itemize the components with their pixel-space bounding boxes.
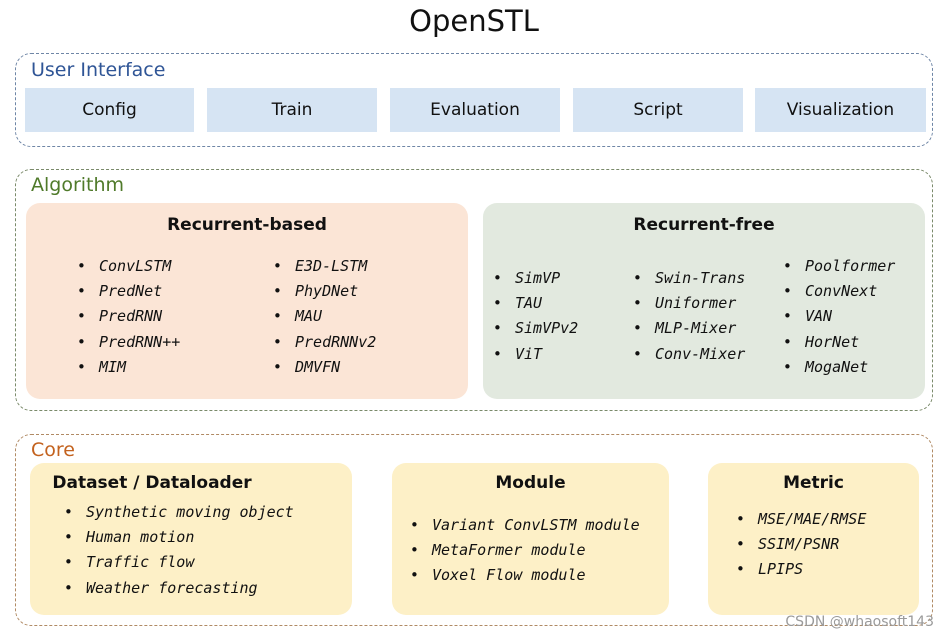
core-label: Core (31, 439, 75, 461)
evaluation-box: Evaluation (390, 88, 560, 132)
metric-title: Metric (783, 473, 844, 493)
metric-panel: Metric MSE/MAE/RMSE SSIM/PSNR LPIPS (708, 463, 919, 615)
recurrent-free-panel: Recurrent-free SimVP TAU SimVPv2 ViT Swi… (483, 203, 925, 399)
list-item: HorNet (783, 330, 895, 355)
script-box: Script (573, 88, 743, 132)
list-item: Uniformer (633, 291, 745, 316)
recurrent-free-list-1: SimVP TAU SimVPv2 ViT (493, 266, 578, 367)
visualization-box: Visualization (755, 88, 926, 132)
list-item: PredRNNv2 (273, 330, 376, 355)
list-item: VAN (783, 304, 895, 329)
list-item: PredNet (77, 279, 180, 304)
core-section: Core Dataset / Dataloader Synthetic movi… (15, 434, 933, 626)
list-item: ViT (493, 342, 578, 367)
algorithm-section: Algorithm Recurrent-based ConvLSTM PredN… (15, 169, 933, 411)
recurrent-free-list-2: Swin-Trans Uniformer MLP-Mixer Conv-Mixe… (633, 266, 745, 367)
list-item: PhyDNet (273, 279, 376, 304)
watermark: CSDN @whaosoft143 (785, 614, 934, 630)
dataset-list: Synthetic moving object Human motion Tra… (64, 500, 294, 601)
list-item: MogaNet (783, 355, 895, 380)
recurrent-free-title: Recurrent-free (633, 215, 775, 235)
list-item: SimVP (493, 266, 578, 291)
list-item: Traffic flow (64, 550, 294, 575)
recurrent-based-list-1: ConvLSTM PredNet PredRNN PredRNN++ MIM (77, 254, 180, 380)
list-item: TAU (493, 291, 578, 316)
list-item: E3D-LSTM (273, 254, 376, 279)
config-box: Config (25, 88, 194, 132)
list-item: MAU (273, 304, 376, 329)
list-item: Conv-Mixer (633, 342, 745, 367)
list-item: Swin-Trans (633, 266, 745, 291)
list-item: SSIM/PSNR (736, 532, 866, 557)
list-item: PredRNN (77, 304, 180, 329)
recurrent-based-list-2: E3D-LSTM PhyDNet MAU PredRNNv2 DMVFN (273, 254, 376, 380)
list-item: PredRNN++ (77, 330, 180, 355)
recurrent-free-list-3: Poolformer ConvNext VAN HorNet MogaNet (783, 254, 895, 380)
recurrent-based-panel: Recurrent-based ConvLSTM PredNet PredRNN… (26, 203, 468, 399)
list-item: DMVFN (273, 355, 376, 380)
list-item: MetaFormer module (410, 538, 640, 563)
diagram-title: OpenSTL (409, 4, 539, 38)
user-interface-section: User Interface Config Train Evaluation S… (15, 53, 933, 147)
dataset-title: Dataset / Dataloader (52, 473, 252, 493)
list-item: Variant ConvLSTM module (410, 513, 640, 538)
module-list: Variant ConvLSTM module MetaFormer modul… (410, 513, 640, 589)
list-item: Weather forecasting (64, 576, 294, 601)
dataset-panel: Dataset / Dataloader Synthetic moving ob… (30, 463, 352, 615)
list-item: MIM (77, 355, 180, 380)
list-item: ConvLSTM (77, 254, 180, 279)
list-item: Human motion (64, 525, 294, 550)
metric-list: MSE/MAE/RMSE SSIM/PSNR LPIPS (736, 507, 866, 583)
list-item: LPIPS (736, 557, 866, 582)
list-item: Synthetic moving object (64, 500, 294, 525)
list-item: MSE/MAE/RMSE (736, 507, 866, 532)
list-item: MLP-Mixer (633, 316, 745, 341)
module-title: Module (495, 473, 566, 493)
algorithm-label: Algorithm (31, 174, 125, 196)
list-item: Voxel Flow module (410, 563, 640, 588)
recurrent-based-title: Recurrent-based (167, 215, 327, 235)
list-item: Poolformer (783, 254, 895, 279)
train-box: Train (207, 88, 377, 132)
list-item: ConvNext (783, 279, 895, 304)
user-interface-label: User Interface (31, 59, 166, 81)
list-item: SimVPv2 (493, 316, 578, 341)
module-panel: Module Variant ConvLSTM module MetaForme… (392, 463, 669, 615)
